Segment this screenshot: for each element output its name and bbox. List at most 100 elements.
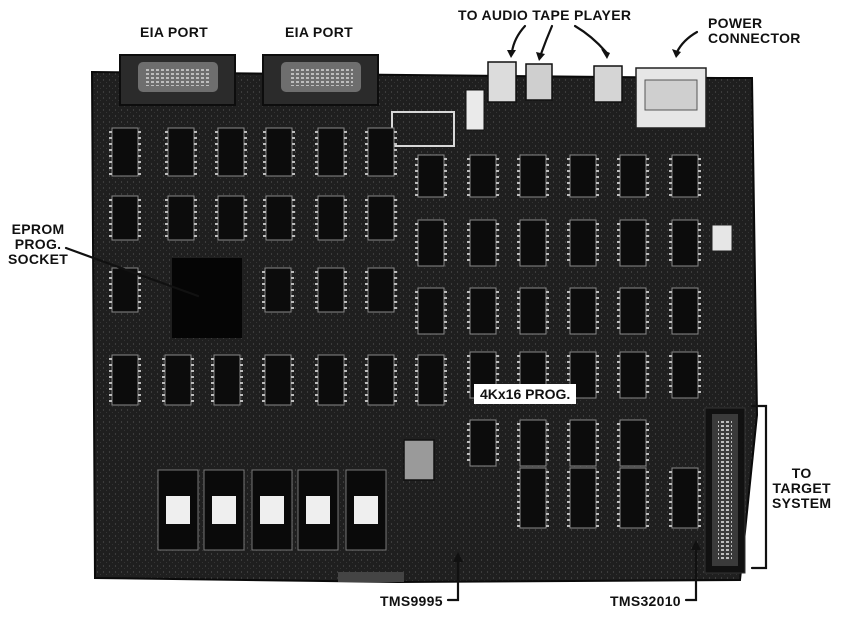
ic-pin xyxy=(444,253,447,255)
ic-pin xyxy=(262,370,265,372)
ic-pin xyxy=(262,382,265,384)
ic-chip xyxy=(569,154,597,198)
ic-pin xyxy=(394,307,397,309)
ic-pin xyxy=(344,199,347,201)
ic-pin xyxy=(496,247,499,249)
ic-pin xyxy=(669,291,672,293)
ic-pin xyxy=(646,373,649,375)
ic-pin xyxy=(646,367,649,369)
ic-pin xyxy=(211,400,214,402)
ic-pin xyxy=(496,441,499,443)
ic-pin xyxy=(617,385,620,387)
ic-pin xyxy=(444,315,447,317)
ic-pin xyxy=(467,158,470,160)
ic-pin xyxy=(669,321,672,323)
ic-pin xyxy=(546,303,549,305)
ic-pin xyxy=(669,297,672,299)
ic-pin xyxy=(244,199,247,201)
ic-pin xyxy=(444,327,447,329)
ic-pin xyxy=(365,149,368,151)
ic-pin xyxy=(669,188,672,190)
ic-pin xyxy=(315,370,318,372)
ic-pin xyxy=(444,182,447,184)
ic-pin xyxy=(138,199,141,201)
ic-pin xyxy=(315,217,318,219)
ic-pin xyxy=(698,170,701,172)
ic-pin xyxy=(617,391,620,393)
ic-pin xyxy=(546,170,549,172)
ic-pin xyxy=(365,229,368,231)
ic-pin xyxy=(138,155,141,157)
ic-pin xyxy=(344,211,347,213)
ic-pin xyxy=(669,525,672,527)
ic-pin xyxy=(698,477,701,479)
ic-pin xyxy=(517,309,520,311)
ic-pin xyxy=(517,158,520,160)
ic-pin xyxy=(546,429,549,431)
target-label-line2: TARGET xyxy=(772,480,831,496)
ic-pin xyxy=(496,182,499,184)
ic-pin xyxy=(444,194,447,196)
ic-pin xyxy=(415,297,418,299)
ic-pin xyxy=(444,388,447,390)
ic-pin xyxy=(394,376,397,378)
ic-pin xyxy=(415,376,418,378)
ic-pin xyxy=(567,501,570,503)
ic-pin xyxy=(365,131,368,133)
ic-pin xyxy=(194,131,197,133)
ic-pin xyxy=(138,388,141,390)
ic-pin xyxy=(467,229,470,231)
ic-pin xyxy=(315,155,318,157)
ic-pin xyxy=(698,247,701,249)
ic-pin xyxy=(496,453,499,455)
ic-pin xyxy=(467,253,470,255)
ic-pin xyxy=(244,235,247,237)
ic-pin xyxy=(669,309,672,311)
ic-chip xyxy=(671,219,699,267)
ic-pin xyxy=(546,253,549,255)
ic-pin xyxy=(646,297,649,299)
ic-pin xyxy=(415,253,418,255)
ic-pin xyxy=(162,364,165,366)
ic-pin xyxy=(240,394,243,396)
ic-pin xyxy=(292,205,295,207)
ic-pin xyxy=(669,477,672,479)
ic-pin xyxy=(617,489,620,491)
ic-chip xyxy=(569,419,597,467)
ic-pin xyxy=(444,247,447,249)
ic-pin xyxy=(596,429,599,431)
ic-pin xyxy=(617,327,620,329)
ic-pin xyxy=(517,435,520,437)
ic-pin xyxy=(467,223,470,225)
ic-pin xyxy=(138,217,141,219)
ic-pin xyxy=(292,223,295,225)
ic-pin xyxy=(567,379,570,381)
ic-pin xyxy=(596,373,599,375)
ic-pin xyxy=(344,223,347,225)
ic-pin xyxy=(262,271,265,273)
ic-pin xyxy=(517,361,520,363)
ic-chip xyxy=(367,267,395,313)
ic-pin xyxy=(669,223,672,225)
ic-pin xyxy=(215,137,218,139)
ic-pin xyxy=(698,315,701,317)
ic-pin xyxy=(546,525,549,527)
ic-pin xyxy=(240,400,243,402)
ic-pin xyxy=(138,277,141,279)
ic-pin xyxy=(467,361,470,363)
ic-pin xyxy=(444,188,447,190)
ic-pin xyxy=(244,131,247,133)
ic-pin xyxy=(567,259,570,261)
ic-pin xyxy=(698,471,701,473)
ic-pin xyxy=(211,364,214,366)
ic-pin xyxy=(109,229,112,231)
ic-pin xyxy=(546,495,549,497)
ic-pin xyxy=(517,355,520,357)
ic-pin xyxy=(467,453,470,455)
ic-pin xyxy=(617,453,620,455)
ic-pin xyxy=(698,229,701,231)
ic-pin xyxy=(669,361,672,363)
ic-pin xyxy=(646,471,649,473)
ic-pin xyxy=(240,382,243,384)
ic-pin xyxy=(394,289,397,291)
